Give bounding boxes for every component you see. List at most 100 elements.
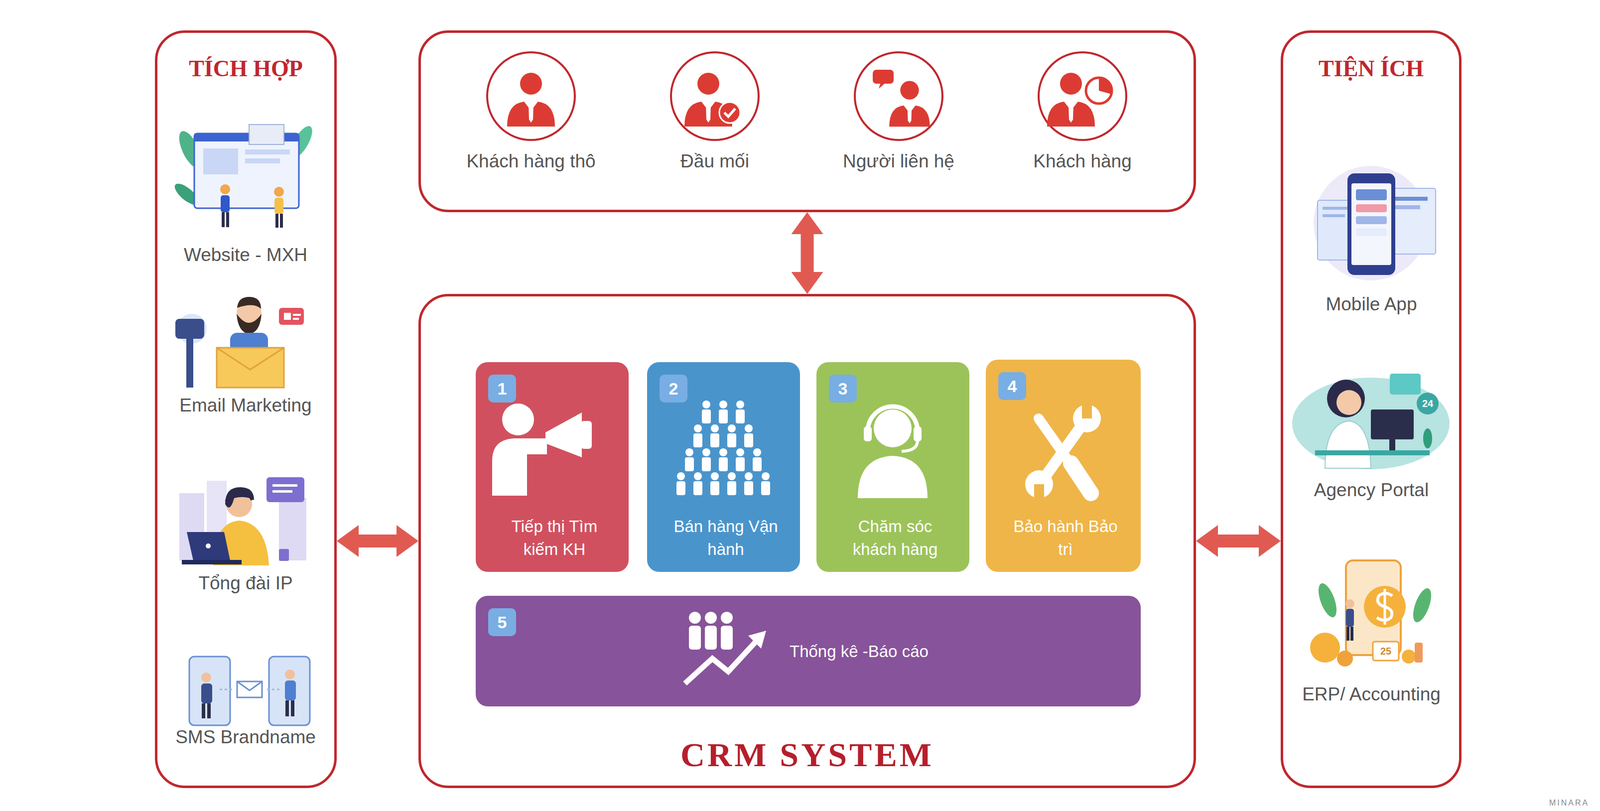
sms-illustration xyxy=(189,656,310,726)
email-illustration xyxy=(175,318,205,339)
email-illustration xyxy=(292,317,299,320)
panel-heading: CRM SYSTEM xyxy=(680,734,934,776)
contact-icons xyxy=(1085,77,1112,104)
team-pyramid-icon xyxy=(727,472,736,481)
utility-item: ERP/ Accounting xyxy=(1290,552,1453,706)
team-pyramid-icon xyxy=(693,433,703,448)
website-illustration xyxy=(245,149,290,155)
erp-illustration xyxy=(1401,649,1416,664)
call-center-illustration xyxy=(205,543,211,549)
agency-portal-illustration xyxy=(1315,450,1430,456)
team-pyramid-icon xyxy=(718,457,728,472)
team-pyramid-icon xyxy=(676,481,686,496)
mobile-app-illustration xyxy=(1351,183,1392,266)
agency-portal-illustration xyxy=(1416,392,1439,415)
support-icon xyxy=(913,426,922,442)
website-illustration xyxy=(226,212,230,228)
sms-illustration xyxy=(237,681,263,698)
team-pyramid-icon xyxy=(718,409,728,424)
call-center-illustration xyxy=(278,498,307,561)
team-pyramid-icon xyxy=(710,472,719,481)
erp-illustration xyxy=(1336,650,1353,667)
agency-portal-illustration xyxy=(1336,390,1362,415)
item-label: Mobile App xyxy=(1325,293,1417,316)
agency-portal-illustration xyxy=(1370,409,1414,440)
email-illustration xyxy=(236,313,262,334)
website-illustration xyxy=(275,213,279,228)
contact-icons xyxy=(878,82,886,89)
agency-portal-illustration xyxy=(1389,373,1421,395)
module-box: 1Tiếp thị Tìm kiếm KH xyxy=(475,362,629,572)
integration-item: SMS Brandname xyxy=(164,650,327,749)
erp-illustration xyxy=(1345,608,1354,627)
sms-illustration xyxy=(284,669,295,680)
contact-stage: Đầu mối xyxy=(627,48,802,173)
erp-illustration xyxy=(1383,588,1387,625)
erp-illustration xyxy=(1414,642,1423,663)
team-pyramid-icon xyxy=(727,433,737,448)
email-illustration xyxy=(237,296,262,309)
erp-illustration xyxy=(1363,585,1406,628)
erp-illustration xyxy=(1350,626,1354,641)
callout-number: 2 xyxy=(659,374,688,403)
team-pyramid-icon xyxy=(710,433,720,448)
contact-circles xyxy=(487,52,575,140)
mobile-app-illustration xyxy=(1355,189,1387,201)
maintenance-icon xyxy=(1081,402,1092,419)
call-center-illustration xyxy=(179,477,307,566)
sms-illustration xyxy=(268,656,310,726)
call-center-illustration xyxy=(226,491,253,502)
call-center-illustration xyxy=(272,490,293,493)
module-label: Thống kê -Báo cáo xyxy=(789,640,929,664)
contact-panel: Khách hàng thôĐầu mốiNgười liên hệKhách … xyxy=(418,30,1197,213)
sms-illustration xyxy=(201,703,206,719)
team-pyramid-icon xyxy=(719,400,728,409)
contact-icons xyxy=(507,72,555,127)
mobile-app-illustration xyxy=(1347,173,1396,275)
team-pyramid-icon xyxy=(676,400,771,496)
email-illustration xyxy=(283,312,291,320)
watermark: MINARA xyxy=(1549,798,1590,808)
support-icon xyxy=(867,406,918,432)
agency-portal-illustration xyxy=(1327,379,1365,418)
integration-item: Website - MXH xyxy=(164,114,327,267)
mobile-app-illustration xyxy=(1355,216,1387,225)
mobile-app-illustration xyxy=(1313,165,1436,281)
contact-icons xyxy=(507,69,1112,127)
module-label: Chăm sóc khách hàng xyxy=(842,515,948,561)
module-label: Tiếp thị Tìm kiếm KH xyxy=(502,515,607,561)
website-illustration xyxy=(221,212,225,228)
website-illustration xyxy=(245,158,280,164)
mobile-app-illustration xyxy=(1355,228,1387,237)
integration-panel: TÍCH HỢPWebsite - MXHEmail MarketingTổng… xyxy=(154,30,337,789)
item-label: Đầu mối xyxy=(680,150,750,173)
team-pyramid-icon xyxy=(719,448,728,457)
contact-icons xyxy=(1047,72,1095,127)
item-label: Website - MXH xyxy=(183,244,308,267)
callout-number: 3 xyxy=(828,374,857,403)
utility-item: Mobile App xyxy=(1290,159,1453,316)
marketing-icon xyxy=(545,412,582,458)
team-pyramid-icon xyxy=(727,481,737,496)
team-pyramid-icon xyxy=(752,457,762,472)
callout-number: 5 xyxy=(488,608,517,637)
support-icon xyxy=(873,409,912,448)
team-pyramid-icon xyxy=(702,400,711,409)
agency-portal-illustration xyxy=(1423,428,1433,449)
team-pyramid-icon xyxy=(744,433,754,448)
erp-illustration xyxy=(1409,585,1436,625)
maintenance-icon xyxy=(1070,463,1091,494)
report-icon xyxy=(684,611,767,684)
illustration-number: 25 xyxy=(1380,645,1392,658)
module-fills xyxy=(816,362,970,572)
website-illustration xyxy=(220,184,231,195)
team-pyramid-icon xyxy=(727,424,736,433)
website-illustration xyxy=(203,148,239,175)
module-fills xyxy=(475,362,629,572)
item-label: Người liên hệ xyxy=(842,150,955,173)
module-fills xyxy=(647,362,800,572)
team-pyramid-icon xyxy=(685,448,694,457)
module-label: Bán hàng Vận hành xyxy=(673,515,779,561)
email-illustration xyxy=(175,296,304,388)
email-illustration xyxy=(216,347,284,370)
